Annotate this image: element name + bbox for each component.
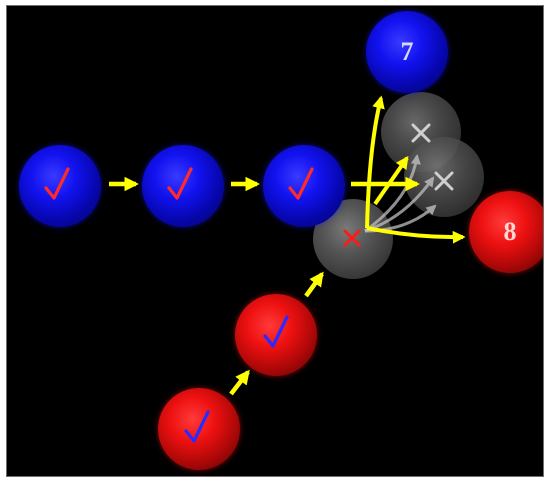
arrows-overlay — [7, 6, 544, 477]
diagram-canvas: 7 8 — [6, 5, 544, 477]
check-icon — [290, 169, 312, 198]
up-right-arrow-icon — [306, 274, 322, 296]
x-icon — [345, 231, 359, 245]
check-icon — [186, 412, 208, 441]
check-icon — [265, 317, 287, 346]
x-icon — [413, 125, 429, 141]
check-icon — [169, 169, 191, 198]
arrow-to-ball-8-icon — [367, 228, 463, 237]
arrow-to-gray-upper-icon — [375, 158, 407, 204]
up-right-arrow-icon — [231, 372, 248, 394]
check-icon — [46, 169, 68, 198]
arrow-to-ball-7-icon — [367, 98, 381, 228]
x-icon — [436, 173, 452, 189]
